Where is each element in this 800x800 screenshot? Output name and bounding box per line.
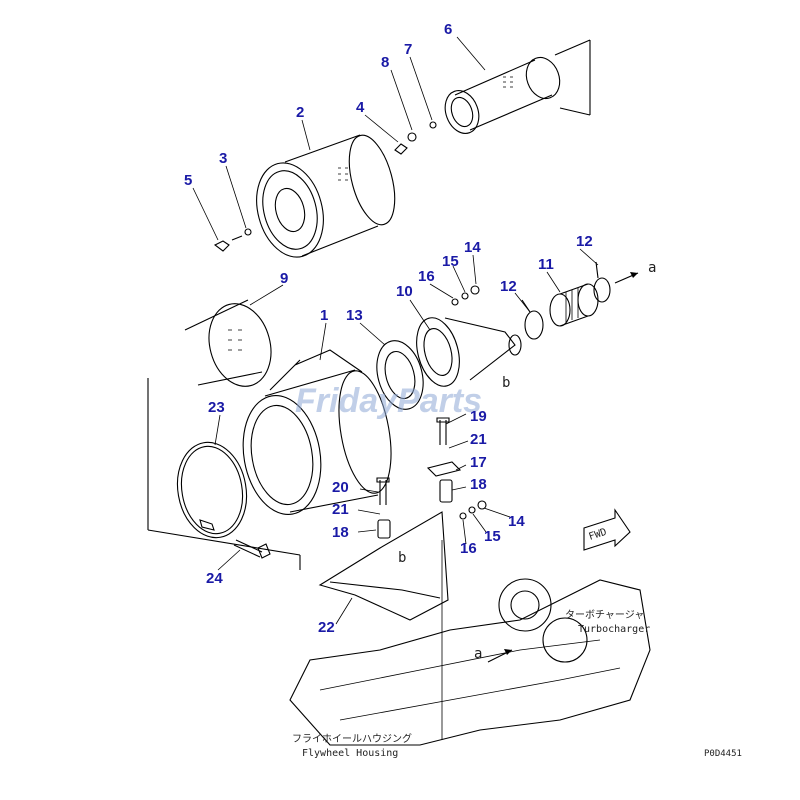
part-19-bolt (436, 417, 450, 445)
part-14-16-hardware-top (451, 285, 480, 306)
part-22-bracket (318, 511, 449, 621)
drawing-code: P0D4451 (704, 749, 742, 759)
callout-13: 13 (346, 307, 363, 324)
callout-14-top: 14 (464, 239, 481, 256)
callout-21-right: 21 (470, 431, 487, 448)
part-3-5-wing-nut (213, 228, 252, 252)
part-12-clamp-right (593, 261, 611, 303)
watermark: FridayParts (295, 382, 482, 420)
callout-9: 9 (280, 270, 288, 287)
callout-12-right: 12 (576, 233, 593, 250)
part-20-bolt (376, 477, 390, 505)
callout-10: 10 (396, 283, 413, 300)
arrow-a-top (614, 272, 639, 284)
fwd-label: FWD (588, 527, 609, 543)
callout-leaders (192, 36, 599, 625)
callout-16-top: 16 (418, 268, 435, 285)
part-18-spacer-left (377, 519, 391, 539)
callout-18-right: 18 (470, 476, 487, 493)
callout-22: 22 (318, 619, 335, 636)
part-24-bolt (233, 539, 271, 559)
callout-15-bottom: 15 (484, 528, 501, 545)
part-13-gasket (376, 340, 424, 410)
callout-11: 11 (538, 256, 554, 273)
callout-17: 17 (470, 454, 487, 471)
flywheel-label-en: Flywheel Housing (302, 748, 398, 759)
part-6-inner-element (444, 39, 591, 134)
callout-7: 7 (404, 41, 412, 58)
part-2-outer-element (256, 134, 396, 258)
callout-6: 6 (444, 21, 452, 38)
part-4-7-8-hardware (394, 121, 437, 155)
turbocharger-outline (498, 578, 588, 663)
callout-4: 4 (356, 99, 365, 116)
callout-24: 24 (206, 570, 223, 587)
turbocharger-label-en: Turbocharger (578, 624, 650, 635)
turbocharger-label-jp: ターボチャージャ (565, 609, 644, 621)
callout-3: 3 (219, 150, 227, 167)
part-10-outlet-elbow (416, 317, 522, 387)
engine-block-outline (289, 579, 651, 746)
part-17-plate (426, 461, 462, 477)
flywheel-label-jp: フライホイールハウジング (292, 732, 412, 745)
callout-8: 8 (381, 54, 389, 71)
fwd-arrow-outline (583, 508, 631, 551)
callout-2: 2 (296, 104, 304, 121)
letter-a-top: a (648, 260, 656, 276)
part-18-spacer-right (439, 479, 453, 503)
callout-23: 23 (208, 399, 225, 416)
callout-numbers: 6 2 3 4 5 8 7 9 10 13 1 11 12 12 14 15 1… (184, 21, 593, 636)
callout-18-left: 18 (332, 524, 349, 541)
part-14-16-hardware-bottom (459, 500, 487, 520)
letter-b-top: b (502, 375, 510, 391)
callout-15-top: 15 (442, 253, 459, 270)
callout-14-bottom: 14 (508, 513, 525, 530)
part-9-precleaner (184, 299, 272, 387)
arrow-a-bottom (487, 649, 513, 663)
callout-19: 19 (470, 408, 487, 425)
callout-5: 5 (184, 172, 192, 189)
part-23-clamp-band (176, 441, 248, 539)
part-11-hose (549, 283, 599, 327)
letter-b-bottom: b (398, 550, 406, 566)
callout-21-left: 21 (332, 501, 349, 518)
letter-a-bottom: a (474, 646, 482, 662)
callout-20: 20 (332, 479, 349, 496)
callout-16-bottom: 16 (460, 540, 477, 557)
callout-1: 1 (320, 307, 328, 324)
callout-12-left: 12 (500, 278, 517, 295)
part-1-housing (147, 349, 392, 570)
